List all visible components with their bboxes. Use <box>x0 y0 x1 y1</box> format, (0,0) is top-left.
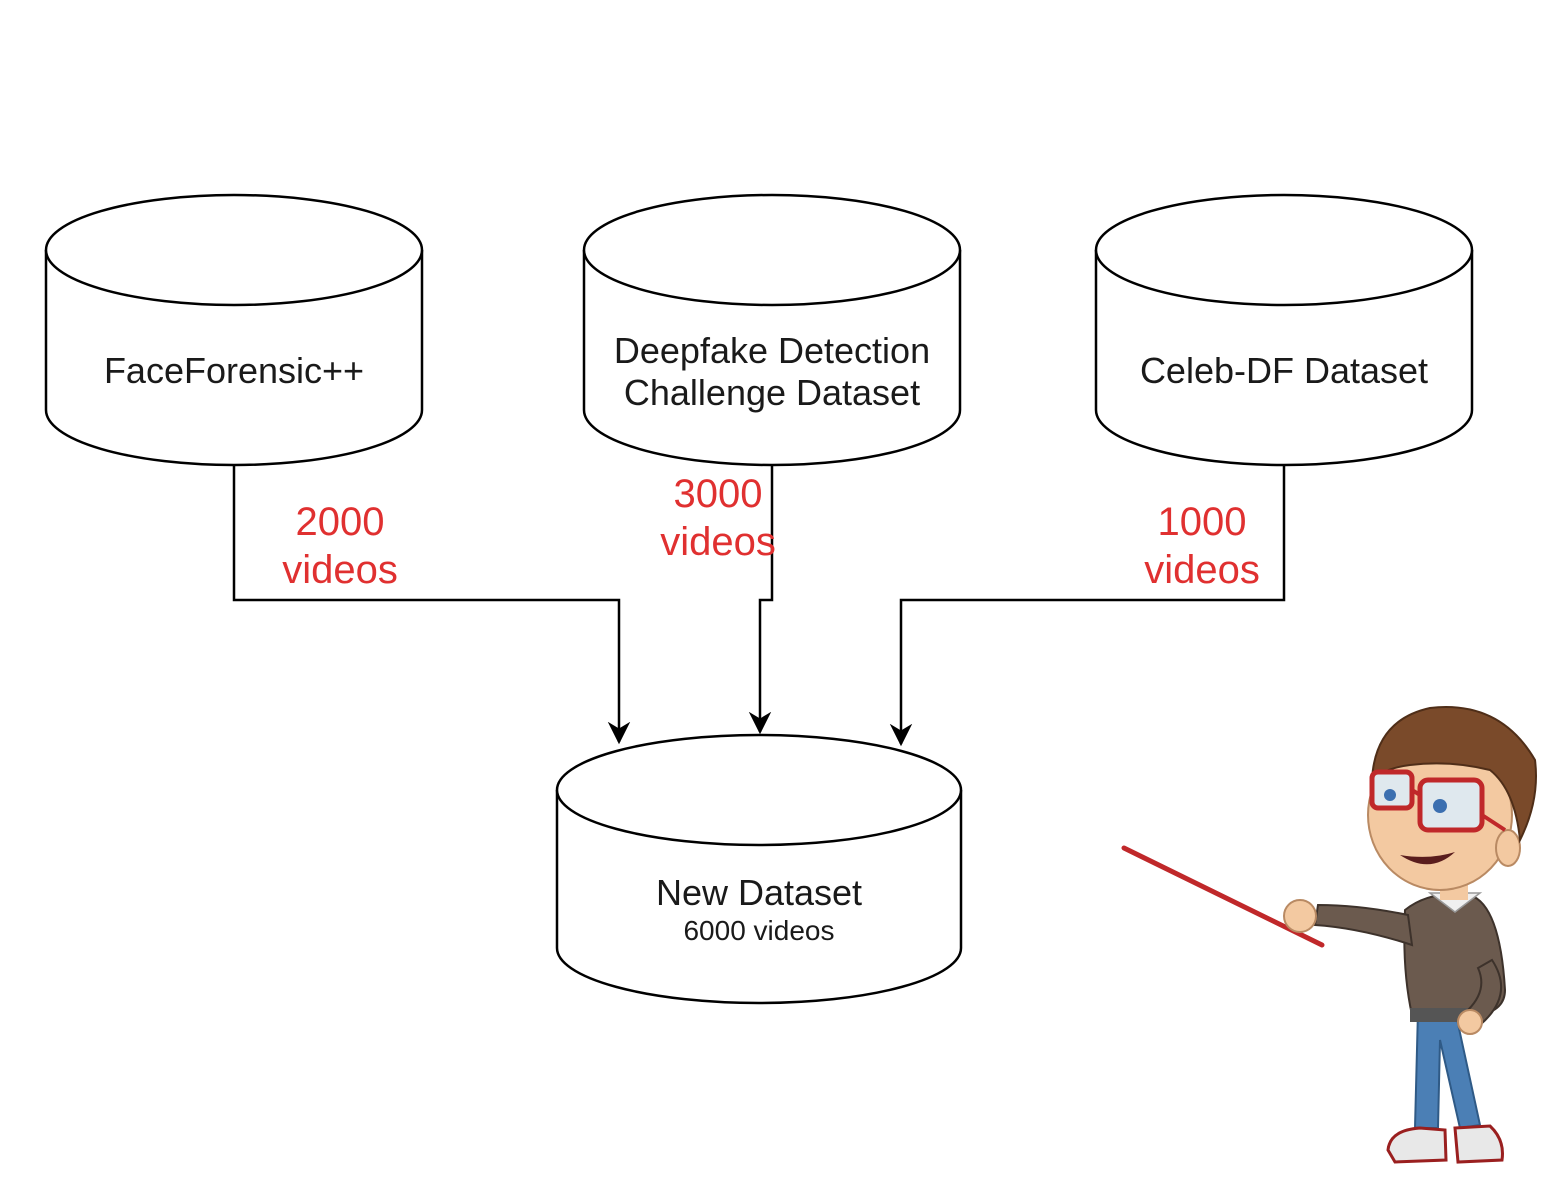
connector-dfdc <box>748 465 774 735</box>
count-dfdc-number: 3000 <box>673 472 763 516</box>
count-dfdc-unit: videos <box>660 520 776 564</box>
label-dfdc-line2: Challenge Dataset <box>623 372 921 413</box>
count-faceforensic-unit: videos <box>282 548 398 592</box>
label-dfdc-line1: Deepfake Detection <box>613 330 931 371</box>
label-faceforensic: FaceForensic++ <box>103 350 365 391</box>
count-faceforensic: 2000 videos <box>260 498 420 594</box>
cylinder-dfdc <box>582 193 962 467</box>
count-celebdf-unit: videos <box>1144 548 1260 592</box>
label-new-dataset: New Dataset 6000 videos <box>557 872 961 948</box>
count-faceforensic-number: 2000 <box>295 500 385 544</box>
cylinder-faceforensic <box>44 193 424 467</box>
count-celebdf-number: 1000 <box>1157 500 1247 544</box>
cylinder-celebdf <box>1094 193 1474 467</box>
new-dataset-subtitle: 6000 videos <box>683 915 835 946</box>
connector-faceforensic <box>232 465 631 745</box>
count-celebdf: 1000 videos <box>1122 498 1282 594</box>
count-dfdc: 3000 videos <box>638 470 798 566</box>
new-dataset-title: New Dataset <box>655 872 863 913</box>
connector-celebdf <box>889 465 1286 747</box>
cylinder-new-dataset <box>555 733 963 1005</box>
label-dfdc: Deepfake Detection Challenge Dataset <box>584 330 960 414</box>
teacher-with-pointer-icon <box>1121 706 1537 1164</box>
label-celebdf: Celeb-DF Dataset <box>1139 350 1429 391</box>
